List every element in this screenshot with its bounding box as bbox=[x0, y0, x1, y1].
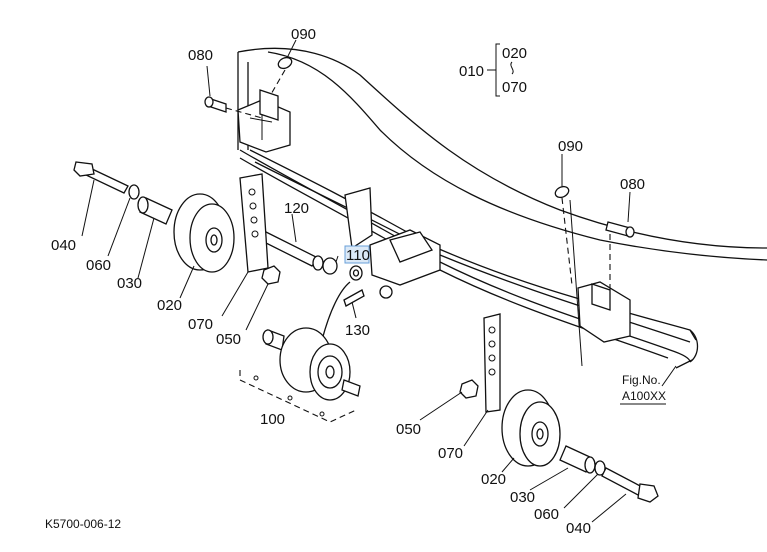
label-060-left: 060 bbox=[86, 257, 111, 274]
label-050-left: 050 bbox=[216, 331, 241, 348]
label-070-left: 070 bbox=[188, 316, 213, 333]
label-040-left: 040 bbox=[51, 237, 76, 254]
roller-assembly-100 bbox=[239, 327, 361, 423]
label-070-right: 070 bbox=[438, 445, 463, 462]
label-020-right: 020 bbox=[481, 471, 506, 488]
label-120: 120 bbox=[284, 200, 309, 217]
spacer-030-right bbox=[559, 445, 596, 474]
arm-070-left bbox=[239, 173, 269, 273]
label-020-top: 020 bbox=[502, 45, 527, 62]
label-030-right: 030 bbox=[510, 489, 535, 506]
bolt-040-left bbox=[73, 161, 129, 194]
label-020-left: 020 bbox=[157, 297, 182, 314]
label-100: 100 bbox=[260, 411, 285, 428]
drawing-code: K5700-006-12 bbox=[45, 517, 121, 531]
wheel-020-left bbox=[173, 193, 235, 273]
washer-110 bbox=[349, 265, 363, 281]
center-bracket bbox=[344, 187, 441, 299]
fig-caption-line2: A100XX bbox=[622, 389, 666, 403]
label-040-right: 040 bbox=[566, 520, 591, 537]
label-130: 130 bbox=[345, 322, 370, 339]
label-110: 110 bbox=[346, 247, 370, 264]
label-030-left: 030 bbox=[117, 275, 142, 292]
wheel-020-right bbox=[501, 389, 561, 467]
clip-130 bbox=[321, 281, 365, 341]
figure-caption: Fig.No. A100XX bbox=[620, 373, 666, 405]
label-090-top: 090 bbox=[291, 26, 316, 43]
label-010: 010 bbox=[459, 63, 484, 80]
right-hanger-bracket bbox=[577, 224, 631, 343]
label-060-right: 060 bbox=[534, 506, 559, 523]
label-050-right: 050 bbox=[396, 421, 421, 438]
label-080-right: 080 bbox=[620, 176, 645, 193]
bolt-080-right bbox=[605, 221, 635, 238]
spacer-030-left bbox=[137, 196, 173, 225]
arm-070-right bbox=[483, 313, 501, 413]
washer-060-left bbox=[128, 184, 140, 200]
bolt-080-left bbox=[204, 96, 263, 119]
washer-090-top bbox=[269, 56, 293, 97]
label-090-right: 090 bbox=[558, 138, 583, 155]
bolt-040-right bbox=[601, 467, 659, 503]
part-labels: 080 090 010 020 070 090 080 120 110 040 … bbox=[51, 26, 645, 537]
mower-deck bbox=[237, 47, 767, 369]
left-hanger-bracket bbox=[237, 89, 291, 153]
label-110-highlight bbox=[344, 245, 370, 264]
washer-090-right bbox=[554, 185, 573, 286]
nut-050-right bbox=[459, 379, 479, 399]
label-070-top: 070 bbox=[502, 79, 527, 96]
fig-caption-line1: Fig.No. bbox=[622, 373, 661, 387]
label-080-left: 080 bbox=[188, 47, 213, 64]
nut-050-left bbox=[261, 265, 281, 285]
leader-lines bbox=[81, 39, 677, 523]
washer-060-right bbox=[594, 460, 606, 476]
